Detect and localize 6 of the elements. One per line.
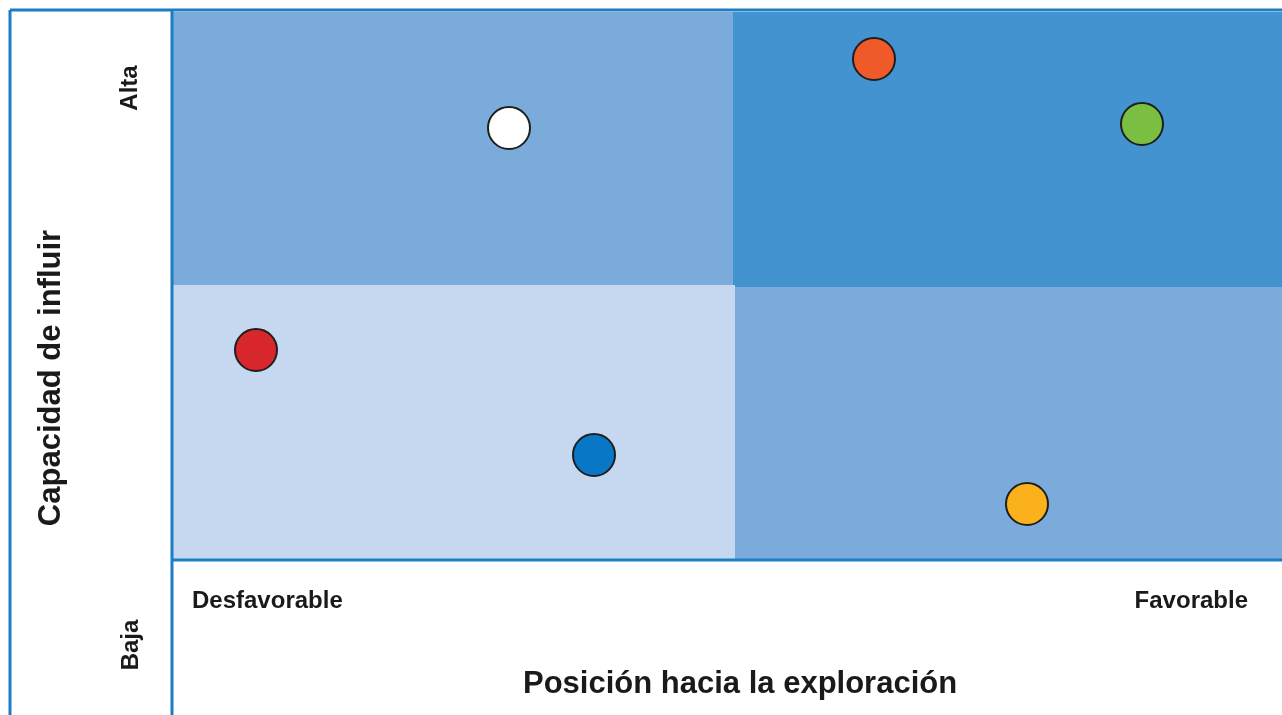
- axis-label: Alta: [114, 65, 143, 111]
- axis-label: Desfavorable: [192, 586, 343, 614]
- axis-title: Capacidad de influir: [32, 229, 69, 527]
- axis-title: Posición hacia la exploración: [523, 665, 958, 701]
- axis-label: Favorable: [1134, 586, 1248, 614]
- axis-label: Baja: [115, 619, 144, 671]
